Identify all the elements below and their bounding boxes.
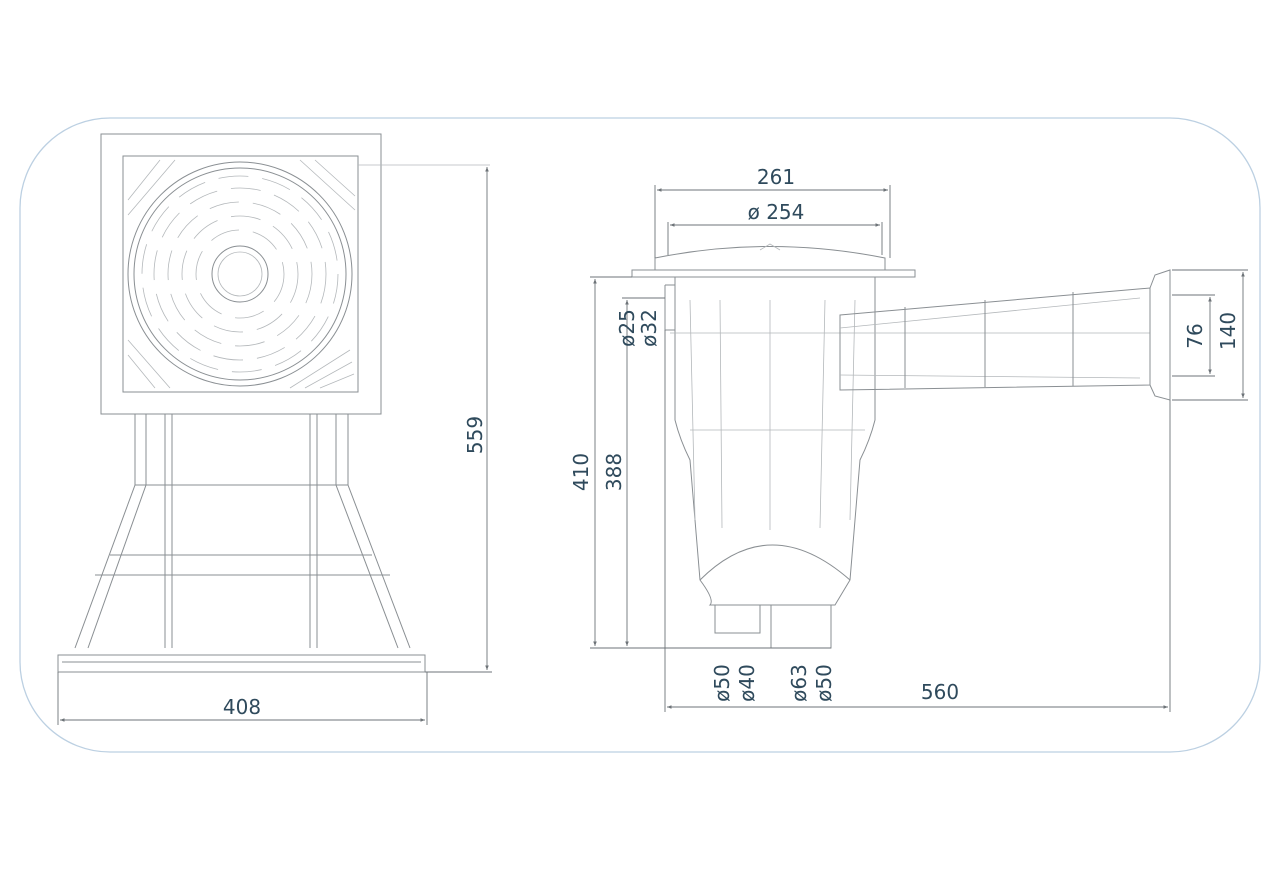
inlet-outer-label: 140 (1216, 312, 1240, 350)
drawing-frame (19, 117, 1261, 753)
side-port-label-2: ø32 (637, 309, 661, 347)
side-view: 261 ø 254 410 388 ø25 ø32 ø50 ø40 ø63 ø5… (569, 165, 1248, 712)
front-width-label: 408 (223, 695, 261, 719)
side-port-label-1: ø25 (615, 309, 639, 347)
total-length-label: 560 (921, 680, 959, 704)
bottom-port-label-2: ø40 (735, 664, 759, 702)
inlet-inner-label: 76 (1183, 323, 1207, 348)
body-height-label: 388 (602, 453, 626, 491)
top-width-label: 261 (757, 165, 795, 189)
front-view: 408 559 (57, 133, 492, 725)
total-height-label: 410 (569, 453, 593, 491)
bottom-port-label-3: ø63 (787, 664, 811, 702)
bottom-port-label-1: ø50 (710, 664, 734, 702)
lid-diameter-label: ø 254 (748, 200, 805, 224)
bottom-port-label-4: ø50 (812, 664, 836, 702)
front-height-label: 559 (463, 416, 487, 454)
